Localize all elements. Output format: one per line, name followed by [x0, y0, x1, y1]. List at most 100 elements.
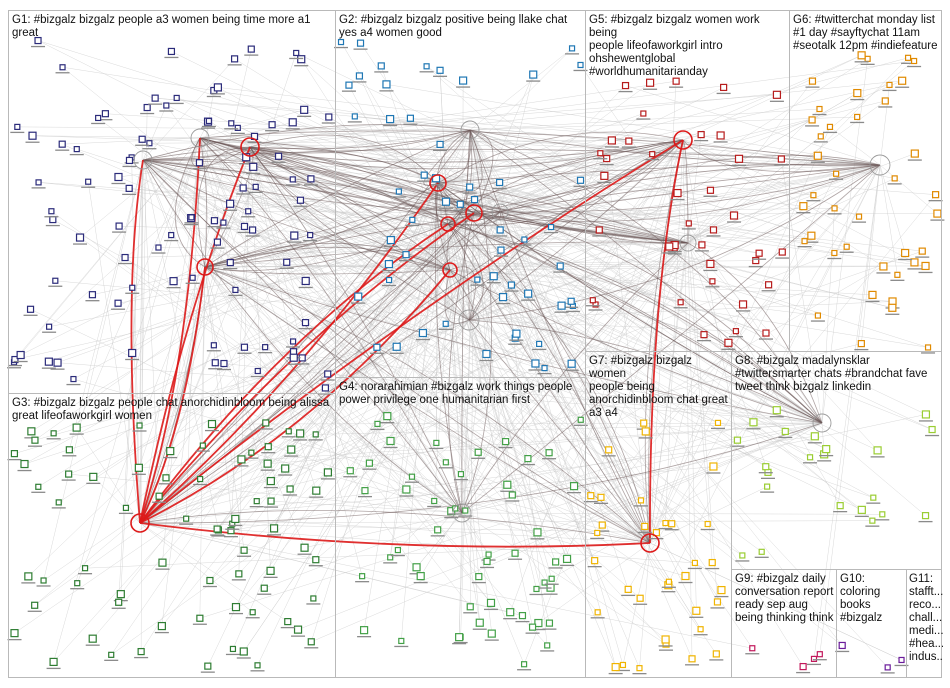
edge-line [209, 269, 451, 581]
edge-curve [191, 137, 251, 168]
edge-line [437, 182, 686, 577]
node-square [717, 585, 726, 595]
edge-line [204, 266, 815, 437]
node-square [547, 223, 555, 231]
edge-curve [469, 129, 881, 167]
node-square [281, 464, 290, 473]
edge-line [437, 182, 777, 411]
hub-circle [133, 150, 153, 170]
node-square [724, 338, 733, 347]
node-square [40, 577, 47, 584]
node-square [518, 611, 527, 620]
edge-line [199, 137, 231, 204]
node-square [442, 459, 449, 466]
node-square [301, 276, 310, 286]
node-square [600, 171, 609, 180]
node-square [88, 634, 97, 643]
node-square [220, 359, 228, 368]
edge-line [204, 263, 711, 268]
edge-line [301, 59, 470, 321]
edge-line [37, 40, 251, 148]
node-square [544, 642, 551, 649]
node-square [894, 271, 901, 278]
edge-curve [142, 147, 439, 184]
edge-line [473, 82, 651, 214]
node-square [685, 220, 692, 227]
node-square [466, 603, 474, 611]
edge-line [387, 211, 501, 417]
edge-line [273, 223, 449, 529]
node-square [101, 110, 109, 118]
edge-line [142, 159, 172, 236]
hub-circle [442, 262, 458, 278]
edge-curve [199, 137, 470, 321]
edge-line [161, 266, 206, 627]
node-square [143, 103, 151, 112]
node-square [838, 641, 846, 650]
edge-line [249, 146, 351, 471]
edge-line [461, 414, 926, 514]
edge-curve [687, 242, 823, 424]
group-panel-g9: G9: #bizgalz daily conversation report r… [731, 569, 837, 678]
node-square [732, 328, 739, 335]
node-square [288, 118, 297, 127]
edge-curve [142, 159, 463, 514]
edge-line [781, 158, 823, 424]
node-square [814, 312, 822, 319]
edge-line [819, 164, 881, 655]
edge-line [53, 223, 449, 663]
edge-line [142, 159, 407, 255]
edge-line [237, 127, 881, 166]
group-panel-g2: G2: #bizgalz bizgalz positive being llak… [335, 10, 586, 378]
node-square [576, 176, 585, 184]
node-square [691, 559, 698, 567]
node-square [242, 153, 251, 162]
node-square [264, 443, 272, 451]
edge-line [142, 159, 926, 267]
node-square [507, 281, 516, 289]
node-square [88, 291, 97, 299]
edge-line [161, 269, 451, 627]
edge-line [62, 67, 471, 131]
node-square [910, 149, 919, 158]
node-square [274, 152, 283, 160]
edge-curve [469, 129, 823, 424]
edge-line [199, 109, 305, 139]
edge-line [449, 266, 884, 271]
edge-line [469, 129, 646, 527]
node-square [210, 342, 217, 349]
edge-line [249, 80, 903, 148]
node-square [734, 154, 744, 163]
edge-line [687, 108, 820, 244]
node-square [384, 259, 394, 269]
edge-line [142, 159, 492, 604]
edge-curve [139, 139, 684, 524]
node-square [300, 105, 309, 114]
edge-line [437, 182, 702, 246]
node-square [70, 375, 77, 383]
edge-curve [199, 137, 823, 424]
hub-circle [196, 258, 214, 276]
edge-line [381, 65, 451, 271]
node-square [266, 566, 275, 575]
node-square [361, 487, 369, 495]
node-square [709, 226, 718, 234]
node-square [668, 520, 676, 528]
edge-line [249, 146, 811, 458]
node-square [383, 412, 392, 421]
edge-line [271, 500, 463, 514]
node-square [418, 328, 428, 338]
edge-line [69, 159, 144, 450]
group-label-g11: G11: stafft... reco... chall... medi... … [909, 573, 943, 663]
edge-curve [139, 422, 823, 524]
edge-line [469, 129, 926, 516]
edge-curve [249, 146, 689, 244]
node-square [799, 202, 808, 211]
edge-line [461, 276, 494, 514]
group-label-g1: G1: #bizgalz bizgalz people a3 women bei… [12, 14, 311, 39]
edge-line [257, 212, 475, 666]
edge-line [199, 137, 294, 358]
node-square [114, 299, 122, 307]
edge-line [710, 164, 881, 265]
node-square [24, 572, 33, 581]
